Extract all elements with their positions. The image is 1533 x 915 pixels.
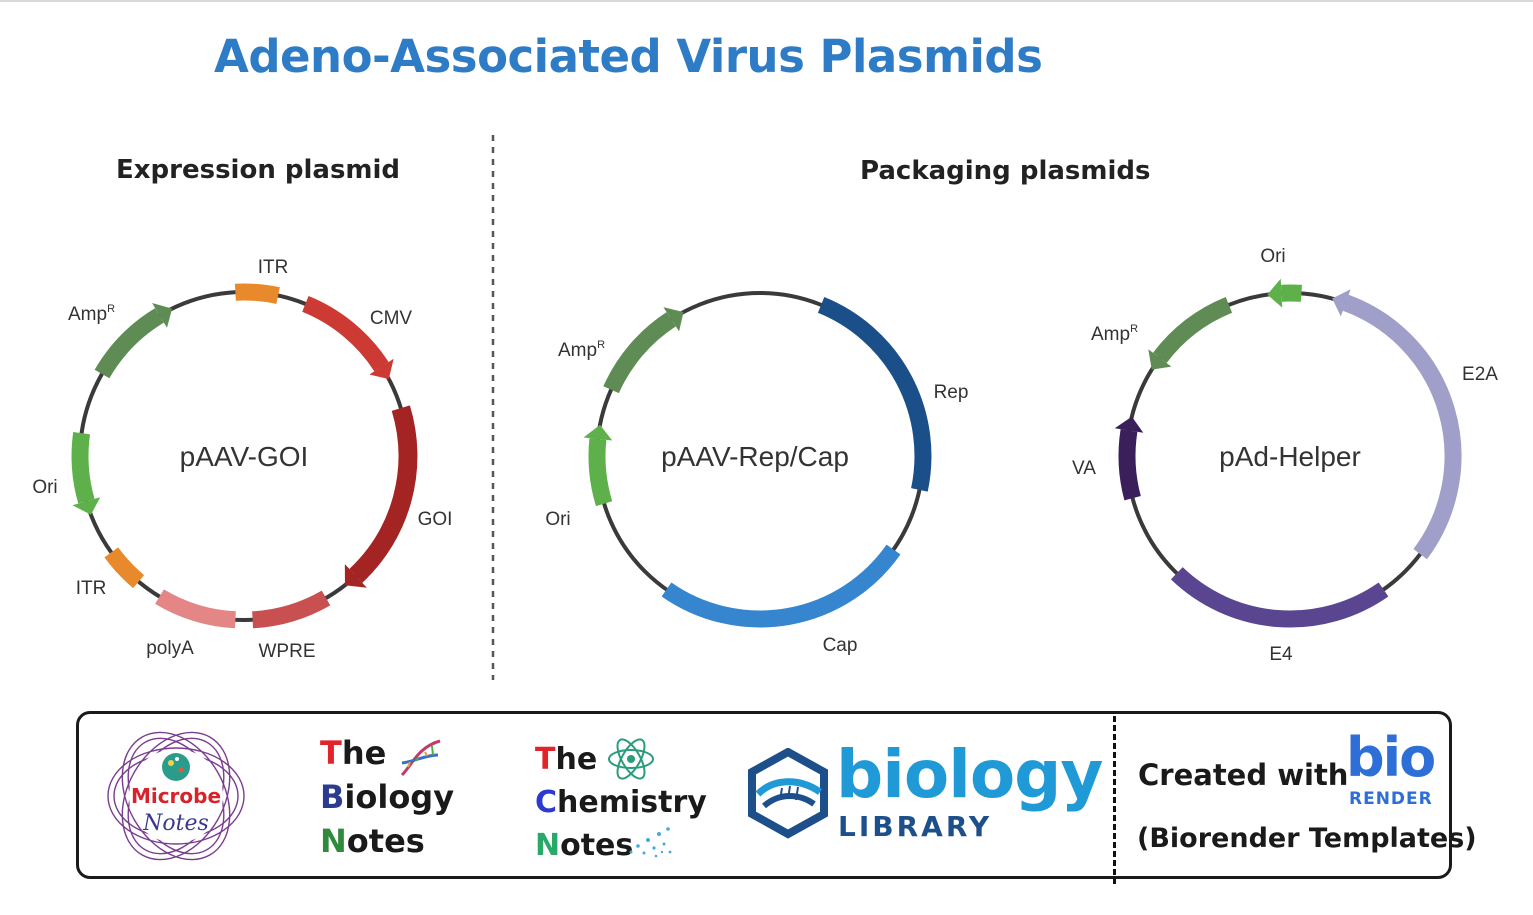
chemistry-notes-logo: The Chemistry Notes [535,742,707,863]
segment-goi [349,405,418,583]
particles-icon [629,827,672,858]
label-ampr: AmpR [1091,323,1138,345]
logo-divider [1113,716,1116,884]
arrowhead-ori [1267,278,1283,308]
label-itr-bottom: ITR [76,578,107,599]
packaging-section-title: Packaging plasmids [860,156,1151,186]
logo-panel [76,711,1452,879]
segment-rep [817,297,932,492]
label-ampr: AmpR [68,303,115,325]
arrowhead-va [1114,416,1144,433]
segment-polya [155,589,237,629]
label-itr-top: ITR [258,257,289,278]
biology-library-sub: LIBRARY [838,810,993,843]
label-e2a: E2A [1462,364,1498,385]
label-cap: Cap [823,635,858,656]
plasmid-name-paav-goi: pAAV-GOI [180,441,309,472]
biology-notes-line1: he [341,734,387,772]
label-e4: E4 [1269,644,1293,665]
biology-library-word: biology [836,736,1103,813]
segment-ori [588,438,613,507]
biorender-templates-text: (Biorender Templates) [1137,823,1477,854]
atom-icon [608,738,654,780]
segment-e2a [1342,294,1462,560]
label-polya: polyA [146,638,194,659]
biorender-bio: bio [1346,726,1436,789]
top-rule [0,0,1533,2]
microbe-notes-line1: Microbe [131,784,221,808]
label-goi: GOI [418,509,453,530]
arrowhead-amp [152,303,173,328]
arrowhead-ori [583,424,613,441]
segment-wpre [251,590,331,629]
biorender-render: RENDER [1349,789,1433,809]
segment-ori [71,432,95,504]
plasmid-diagram: pAAV-GOI pAAV-Rep/Cap pAd-Helper ITR CMV… [32,135,1498,680]
segment-va [1118,429,1141,501]
biology-notes-logo: The Biology Notes [320,734,455,860]
segment-cmv [302,296,389,372]
label-va: VA [1072,458,1096,479]
page-title: Adeno-Associated Virus Plasmids [214,30,1043,83]
segment-e4 [1170,567,1389,628]
label-ori: Ori [1260,246,1285,267]
arrowhead-amp [1148,349,1172,370]
label-rep: Rep [934,382,969,403]
plasmid-name-pad-helper: pAd-Helper [1219,441,1361,472]
label-ori: Ori [545,509,570,530]
segment-itr [104,547,145,589]
segment-amp [94,308,165,379]
created-with-text: Created with [1138,758,1349,792]
microbe-notes-logo: Microbe Notes [107,731,245,861]
dna-icon [400,739,441,777]
arrowhead-amp [663,307,684,332]
microbe-notes-line2: Notes [142,811,209,836]
arrowhead-cmv [369,358,394,380]
arrowhead-ori [72,497,101,515]
arrowhead-goi [344,564,367,588]
label-wpre: WPRE [259,641,316,662]
expression-section-title: Expression plasmid [116,155,401,185]
label-cmv: CMV [370,308,413,329]
label-ori: Ori [32,477,57,498]
arrowhead-e2a [1332,289,1351,317]
label-ampr: AmpR [558,339,605,361]
segment-itr [234,283,280,304]
biology-library-icon [748,748,828,839]
microbe-icon [162,753,190,781]
segment-amp [603,312,676,394]
segment-amp [1153,297,1233,364]
plasmid-name-paav-rep-cap: pAAV-Rep/Cap [661,441,849,472]
segment-cap [661,544,901,628]
plasmid-segments [71,278,1462,629]
